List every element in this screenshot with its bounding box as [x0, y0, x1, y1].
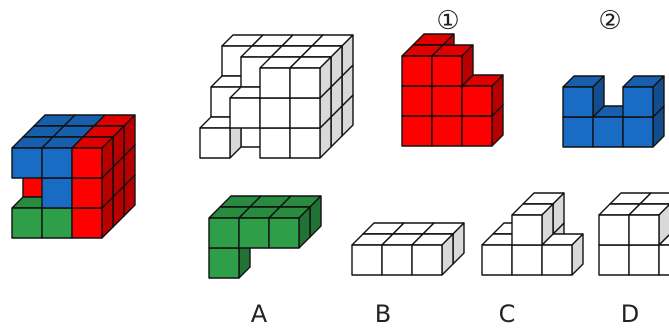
cube	[290, 57, 331, 98]
cube-front-face	[599, 245, 629, 275]
cube	[629, 204, 669, 245]
cube-front-face	[402, 116, 432, 146]
cube	[412, 234, 453, 275]
cube-front-face	[12, 208, 42, 238]
cube-front-face	[200, 128, 230, 158]
cube-front-face	[209, 218, 239, 248]
cube-front-face	[42, 148, 72, 178]
cube-front-face	[42, 178, 72, 208]
cube	[563, 76, 604, 117]
cube-front-face	[402, 56, 432, 86]
cube	[269, 207, 310, 248]
option-b-label: B	[375, 300, 391, 328]
cube-front-face	[623, 117, 653, 147]
cube-front-face	[432, 56, 462, 86]
cube	[432, 45, 473, 86]
cube-front-face	[432, 86, 462, 116]
cube-front-face	[230, 98, 260, 128]
cube-front-face	[659, 245, 669, 275]
cube-front-face	[432, 116, 462, 146]
option-d-label: D	[621, 300, 639, 328]
cube-front-face	[593, 117, 623, 147]
cube-front-face	[512, 245, 542, 275]
cube-front-face	[72, 178, 102, 208]
cube-front-face	[629, 245, 659, 275]
piece-2-marker: ②	[598, 6, 621, 36]
cube-front-face	[290, 128, 320, 158]
cube	[462, 75, 503, 116]
cube-front-face	[563, 87, 593, 117]
cube-front-face	[72, 208, 102, 238]
piece-1-marker: ①	[436, 6, 459, 36]
cube-front-face	[462, 86, 492, 116]
cube-front-face	[629, 215, 659, 245]
cube-front-face	[209, 248, 239, 278]
assembled-cube	[12, 115, 135, 238]
cube	[542, 234, 583, 275]
cube-front-face	[260, 98, 290, 128]
option-a-piece	[209, 196, 321, 278]
cube-front-face	[623, 87, 653, 117]
cube-front-face	[72, 148, 102, 178]
cube	[72, 137, 113, 178]
option-a-label: A	[251, 300, 268, 328]
cube-front-face	[290, 68, 320, 98]
cube	[623, 76, 664, 117]
cube-front-face	[563, 117, 593, 147]
cube-front-face	[462, 116, 492, 146]
cube-front-face	[599, 215, 629, 245]
piece-1-red	[402, 34, 503, 146]
remaining-structure	[200, 35, 353, 158]
cube-front-face	[512, 215, 542, 245]
option-b-piece	[352, 223, 464, 275]
cube-front-face	[382, 245, 412, 275]
option-d-piece	[599, 193, 669, 275]
piece-2-blue	[563, 76, 664, 147]
cube-front-face	[260, 128, 290, 158]
cube-front-face	[269, 218, 299, 248]
option-c-label: C	[499, 300, 516, 328]
cube-front-face	[12, 148, 42, 178]
cube-front-face	[290, 98, 320, 128]
cube-front-face	[239, 218, 269, 248]
cube-front-face	[402, 86, 432, 116]
cube	[512, 204, 553, 245]
cube-front-face	[542, 245, 572, 275]
cube-front-face	[42, 208, 72, 238]
cube-front-face	[352, 245, 382, 275]
cube-front-face	[412, 245, 442, 275]
cube-front-face	[260, 68, 290, 98]
cube-front-face	[482, 245, 512, 275]
option-c-piece	[482, 193, 583, 275]
